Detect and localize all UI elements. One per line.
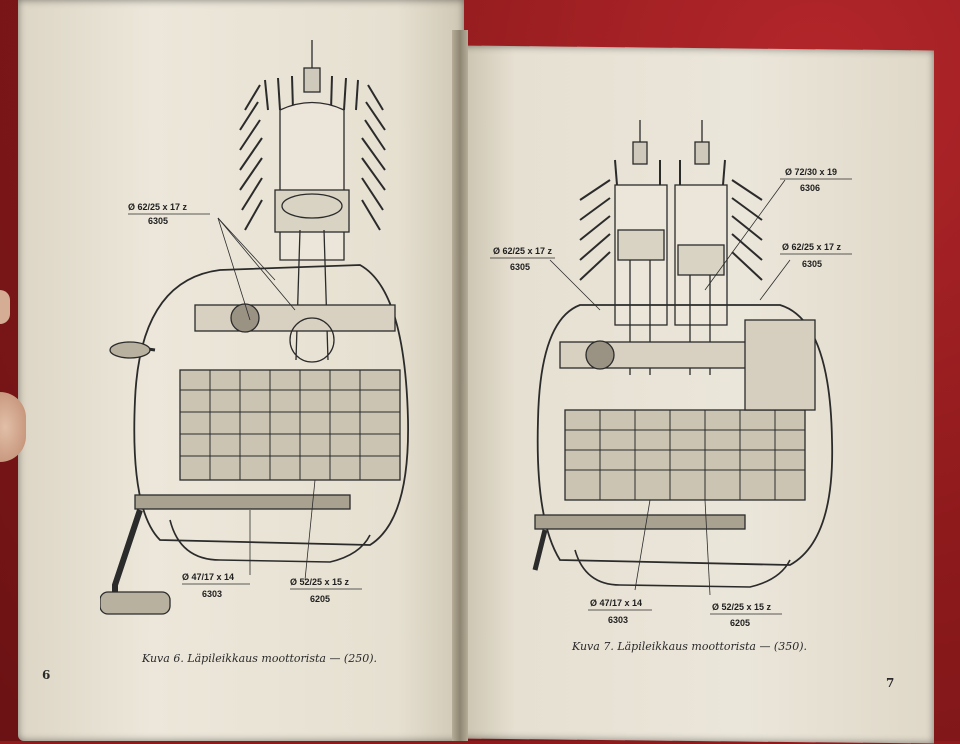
- bearing-label-code-r4: 6303: [608, 615, 628, 625]
- bearing-label-size-1: Ø 62/25 x 17 z: [128, 202, 188, 212]
- bearing-label-size-r1: Ø 72/30 x 19: [785, 167, 837, 177]
- bearing-label-code-r3: 6305: [802, 259, 822, 269]
- left-page-number: 6: [42, 668, 51, 682]
- bearing-label-code-1: 6305: [148, 216, 168, 226]
- bearing-label-size-r2: Ø 62/25 x 17 z: [493, 246, 553, 256]
- bearing-label-code-r2: 6305: [510, 262, 530, 272]
- left-figure-caption: Kuva 6. Läpileikkaus moottorista — (250)…: [142, 652, 378, 665]
- bearing-label-size-r4: Ø 47/17 x 14: [590, 598, 642, 608]
- engine-cross-section-350: Ø 72/30 x 19 6306 Ø 62/25 x 17 z 6305 Ø …: [490, 120, 852, 628]
- engine-cross-section-250: Ø 62/25 x 17 z 6305 Ø 47/17 x 14 6303 Ø …: [100, 40, 409, 615]
- bearing-label-code-r5: 6205: [730, 618, 750, 628]
- right-page-number: 7: [886, 676, 895, 690]
- bearing-label-size-r3: Ø 62/25 x 17 z: [782, 242, 842, 252]
- right-figure-caption: Kuva 7. Läpileikkaus moottorista — (350)…: [572, 640, 808, 653]
- bearing-label-size-r5: Ø 52/25 x 15 z: [712, 602, 772, 612]
- thumb: [0, 392, 26, 462]
- bearing-label-code-2: 6303: [202, 589, 222, 599]
- book-gutter: [452, 30, 468, 741]
- bearing-label-size-3: Ø 52/25 x 15 z: [290, 577, 350, 587]
- bearing-label-size-2: Ø 47/17 x 14: [182, 572, 234, 582]
- finger: [0, 290, 10, 324]
- bearing-label-code-r1: 6306: [800, 183, 820, 193]
- bearing-label-code-3: 6205: [310, 594, 330, 604]
